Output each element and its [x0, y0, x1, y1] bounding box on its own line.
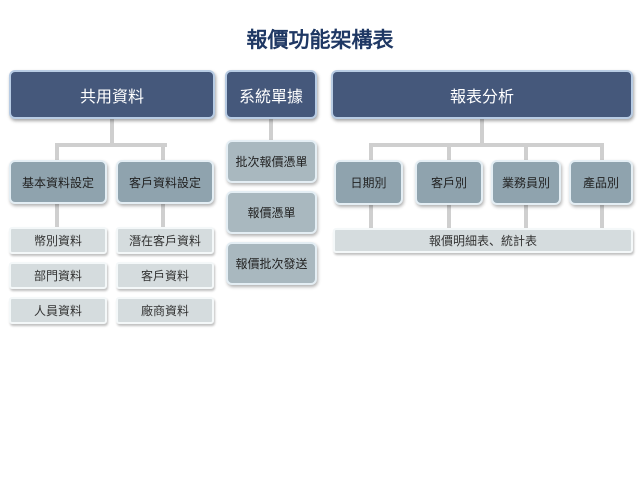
node-staff: 人員資料: [9, 297, 107, 324]
node-label: 幣別資料: [33, 234, 82, 248]
node-by-salesperson: 業務員別: [491, 160, 561, 205]
node-customer: 客戶資料: [116, 262, 214, 289]
node-label: 共用資料: [79, 86, 144, 106]
node-system-docs: 系統單據: [225, 70, 317, 119]
node-report-output: 報價明細表、統計表: [333, 228, 633, 253]
connector: [161, 203, 165, 228]
node-label: 人員資料: [33, 304, 82, 318]
node-label: 報價憑單: [247, 206, 296, 220]
node-label: 部門資料: [33, 269, 82, 283]
node-batch-send: 報價批次發送: [226, 242, 317, 285]
node-quote: 報價憑單: [226, 191, 317, 234]
node-prospect: 潛在客戶資料: [116, 227, 214, 254]
node-label: 客戶資料設定: [128, 175, 201, 190]
node-by-product: 產品別: [569, 160, 633, 205]
page-title: 報價功能架構表: [246, 28, 394, 52]
connector: [55, 143, 167, 147]
connector: [55, 143, 59, 161]
node-vendor: 廠商資料: [116, 297, 214, 324]
node-label: 潛在客戶資料: [128, 234, 201, 248]
node-label: 日期別: [350, 176, 387, 190]
connector: [161, 143, 165, 161]
node-label: 報價批次發送: [235, 257, 308, 271]
connector: [480, 118, 484, 147]
node-department: 部門資料: [9, 262, 107, 289]
node-label: 報價明細表、統計表: [428, 234, 537, 248]
connector: [55, 203, 59, 228]
node-reports: 報表分析: [331, 70, 633, 119]
node-label: 廠商資料: [140, 304, 189, 318]
node-label: 業務員別: [501, 176, 550, 190]
node-customer-settings: 客戶資料設定: [116, 160, 214, 204]
node-by-date: 日期別: [334, 160, 403, 205]
node-batch-quote: 批次報價憑單: [226, 140, 317, 183]
node-label: 客戶資料: [140, 269, 189, 283]
node-currency: 幣別資料: [9, 227, 107, 254]
node-by-customer: 客戶別: [415, 160, 483, 205]
node-label: 批次報價憑單: [235, 155, 308, 169]
node-label: 客戶別: [430, 176, 467, 190]
node-label: 產品別: [582, 176, 619, 190]
connector: [110, 118, 114, 147]
node-label: 系統單據: [238, 86, 303, 106]
node-shared-data: 共用資料: [9, 70, 215, 119]
connector: [269, 118, 273, 141]
node-label: 報表分析: [449, 86, 514, 106]
connector: [369, 143, 604, 147]
node-label: 基本資料設定: [21, 175, 94, 190]
node-basic-settings: 基本資料設定: [9, 160, 107, 204]
